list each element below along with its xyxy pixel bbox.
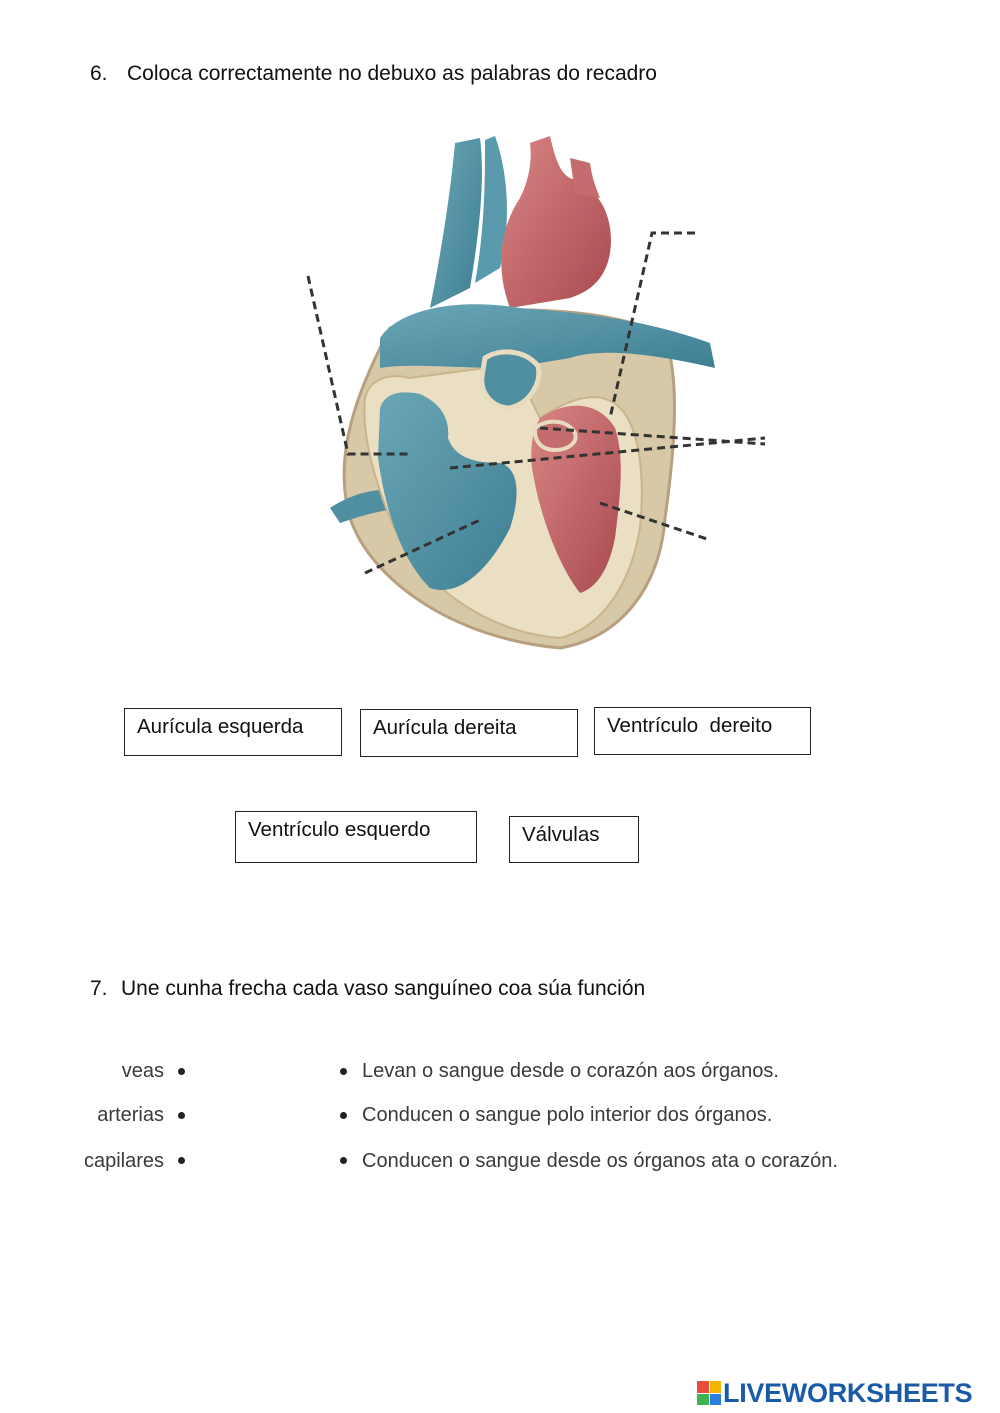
valve-aortic <box>532 419 578 453</box>
valve-pulmonary <box>479 349 542 411</box>
question-number: 6. <box>90 62 108 85</box>
aorta <box>501 136 611 308</box>
question-7-title: 7. Une cunha frecha cada vaso sanguíneo c… <box>90 977 645 1001</box>
question-6-title: 6. Coloca correctamente no debuxo as pala… <box>90 62 657 86</box>
label-box-auricula-dereita[interactable]: Aurícula dereita <box>360 709 578 757</box>
label-text: Aurícula dereita <box>373 716 517 739</box>
question-instruction: Une cunha frecha cada vaso sanguíneo coa… <box>121 977 646 1000</box>
match-dot-right[interactable] <box>340 1157 347 1164</box>
label-text: Válvulas <box>522 823 600 846</box>
label-text: Ventrículo dereito <box>607 714 773 737</box>
logo-icon <box>697 1381 721 1405</box>
logo-text: LIVEWORKSHEETS <box>723 1377 973 1408</box>
match-dot-left[interactable] <box>178 1068 185 1075</box>
vena-cava-superior <box>430 138 482 308</box>
vessel-label-arterias: arterias <box>97 1104 164 1126</box>
label-box-valvulas[interactable]: Válvulas <box>509 816 639 863</box>
match-dot-right[interactable] <box>340 1112 347 1119</box>
liveworksheets-logo: LIVEWORKSHEETS <box>697 1377 973 1408</box>
label-text: Ventrículo esquerdo <box>248 818 431 841</box>
label-box-ventriculo-dereito[interactable]: Ventrículo dereito <box>594 707 811 755</box>
function-text-2: Conducen o sangue polo interior dos órga… <box>362 1104 773 1126</box>
match-dot-left[interactable] <box>178 1112 185 1119</box>
right-heart-chambers <box>378 392 517 590</box>
vessel-label-veas: veas <box>121 1060 164 1082</box>
function-text-3: Conducen o sangue desde os órganos ata o… <box>362 1150 838 1172</box>
question-instruction: Coloca correctamente no debuxo as palabr… <box>127 62 657 85</box>
heart-diagram <box>306 136 766 650</box>
label-text: Aurícula esquerda <box>137 715 304 738</box>
function-text-1: Levan o sangue desde o corazón aos órgan… <box>362 1060 779 1082</box>
leader-lines <box>306 231 766 575</box>
question-number: 7. <box>90 977 108 1000</box>
vessel-label-capilares: capilares <box>83 1150 164 1172</box>
match-dot-left[interactable] <box>178 1157 185 1164</box>
label-box-ventriculo-esquerdo[interactable]: Ventrículo esquerdo <box>235 811 477 863</box>
label-box-auricula-esquerda[interactable]: Aurícula esquerda <box>124 708 342 756</box>
match-dot-right[interactable] <box>340 1068 347 1075</box>
pulmonary-artery <box>380 304 715 368</box>
